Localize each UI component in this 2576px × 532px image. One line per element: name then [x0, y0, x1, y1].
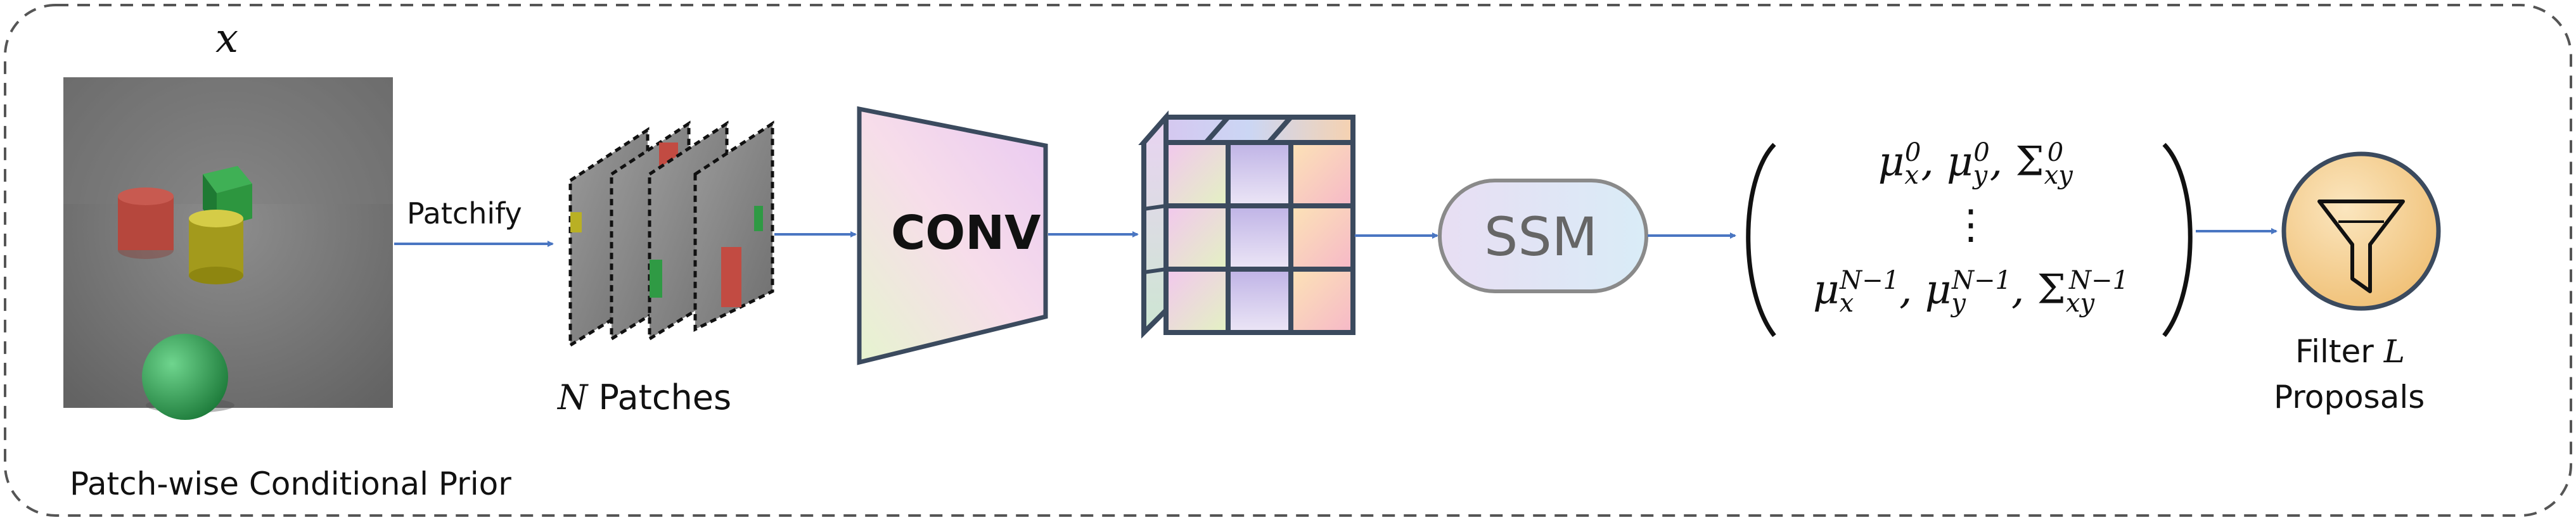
outer-frame [4, 4, 2572, 517]
ssm-block [1438, 179, 1648, 293]
matrix-right-paren [2162, 142, 2193, 338]
filter-text: Filter [2295, 333, 2374, 370]
feature-map-cube [1138, 110, 1355, 339]
patches-stack [568, 120, 774, 348]
input-label: x [215, 15, 239, 62]
conv-block [857, 106, 1048, 365]
funnel-icon [2317, 200, 2405, 293]
ssm-label: SSM [1484, 206, 1598, 268]
proposals-label: Proposals [2274, 379, 2425, 415]
matrix-row-first: μx0, μy0, Σxy0 [1878, 138, 2073, 191]
conv-label: CONV [891, 206, 1041, 260]
patches-text: Patches [598, 377, 732, 417]
filter-label: Filter L [2295, 333, 2405, 370]
input-image [63, 77, 393, 420]
matrix-vdots: ⋮ [1951, 201, 1991, 248]
matrix-row-last: μxN−1, μyN−1, ΣxyN−1 [1812, 266, 2129, 319]
patches-label: N Patches [558, 377, 731, 417]
matrix-left-paren [1746, 142, 1776, 338]
patches-count-var: N [558, 377, 588, 417]
filter-circle [2281, 151, 2441, 311]
filter-count-var: L [2383, 333, 2405, 370]
frame-caption: Patch-wise Conditional Prior [70, 466, 511, 502]
patchify-label: Patchify [407, 196, 522, 231]
